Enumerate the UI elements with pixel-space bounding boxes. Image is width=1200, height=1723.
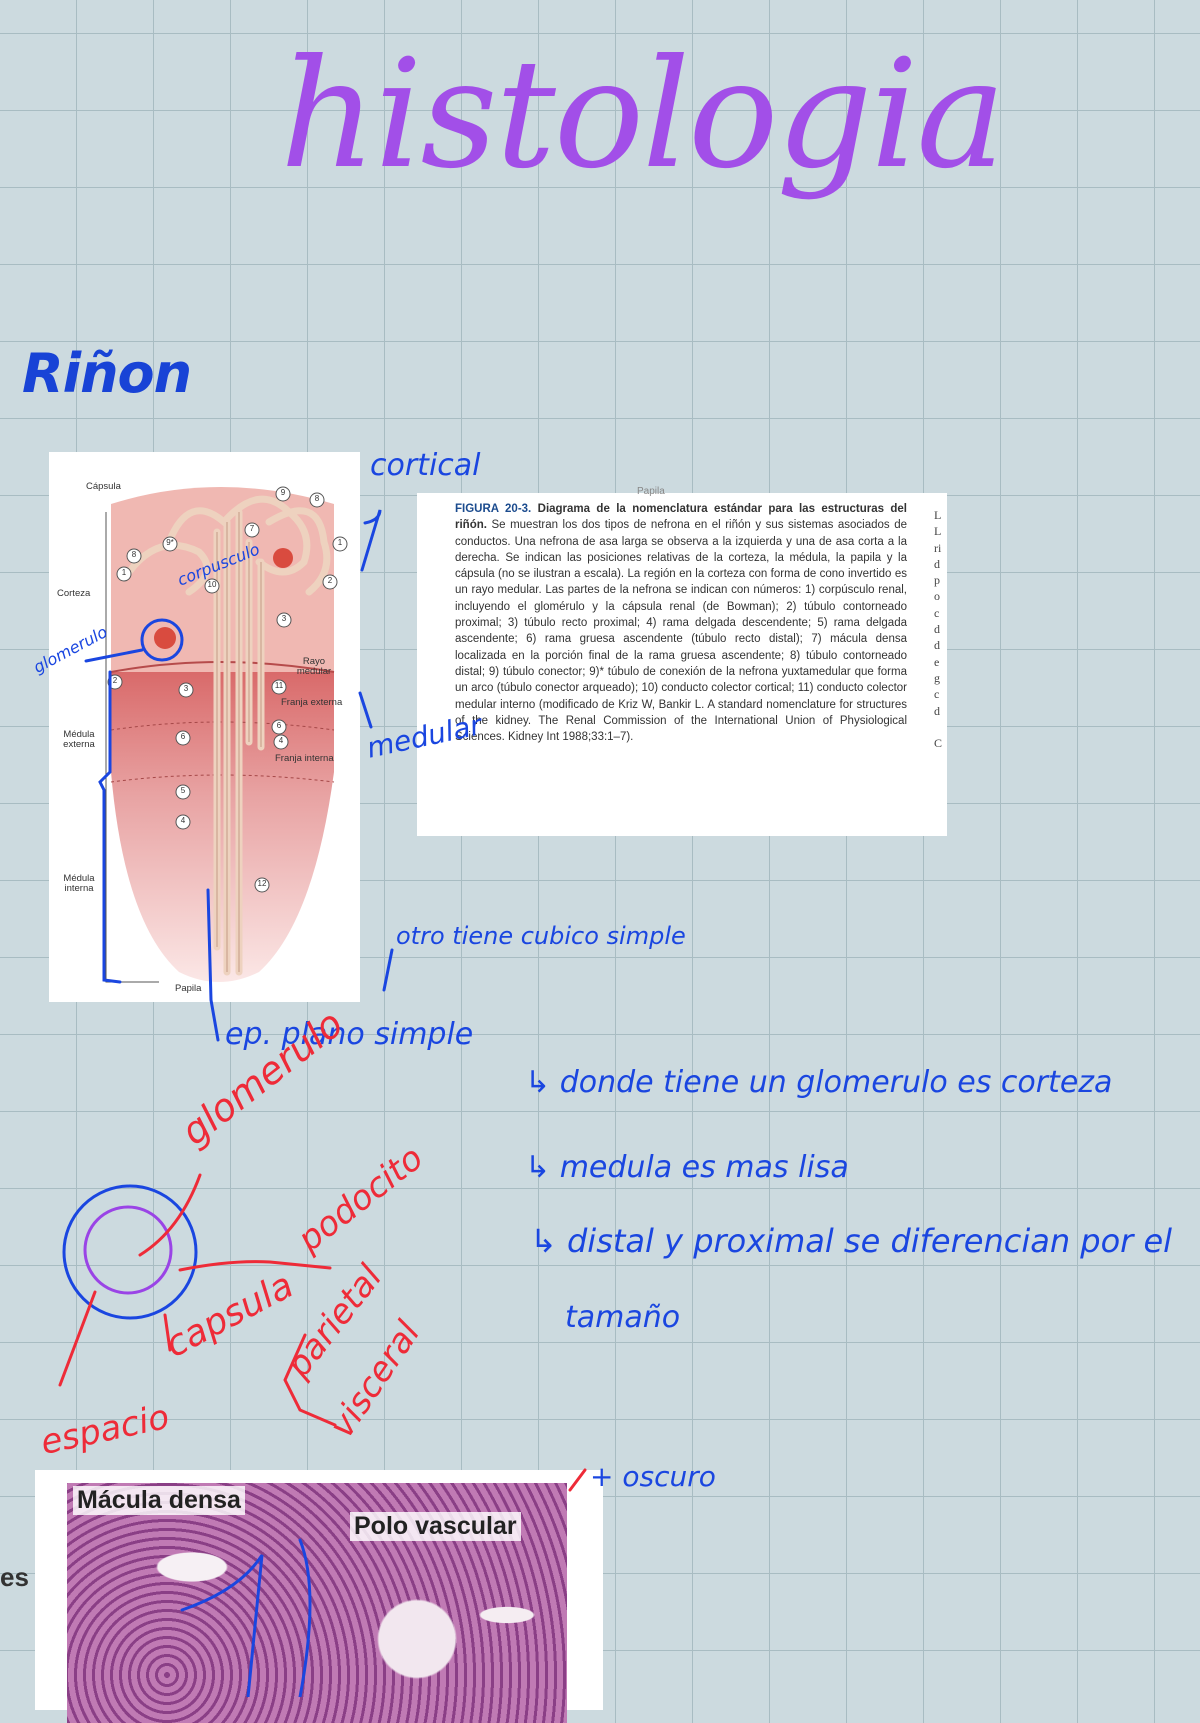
annotation-mas-oscuro: + oscuro (590, 1460, 716, 1493)
caption-top-fragment: Papila (637, 486, 665, 497)
diagram-number: 8 (314, 494, 320, 503)
diagram-number: 6 (180, 732, 186, 741)
micro-ink (180, 1538, 312, 1697)
diagram-number: 1 (121, 568, 127, 577)
diagram-number: 11 (274, 681, 284, 690)
diagram-number: 6 (276, 721, 282, 730)
diagram-number: 9* (166, 538, 174, 547)
diagram-number: 2 (112, 676, 118, 685)
note-3-text: distal y proximal se diferencian por el (566, 1222, 1173, 1260)
note-1: ↳ donde tiene un glomerulo es corteza (525, 1065, 1113, 1100)
micrograph-panel: Mácula densa Polo vascular (35, 1470, 603, 1723)
label-papila: Papila (175, 983, 202, 994)
diagram-number: 2 (327, 576, 333, 585)
caption-text: FIGURA 20-3. Diagrama de la nomenclatura… (455, 501, 907, 745)
note-2-text: medula es mas lisa (559, 1150, 849, 1185)
diagram-number: 12 (257, 879, 267, 888)
micrograph-image (67, 1483, 567, 1723)
note-1-text: donde tiene un glomerulo es corteza (559, 1065, 1113, 1100)
note-2: ↳ medula es mas lisa (525, 1150, 849, 1185)
micro-label-polo-vascular: Polo vascular (350, 1512, 521, 1541)
label-franja-externa: Franja externa (281, 697, 343, 708)
diagram-number: 8 (131, 550, 137, 559)
diagram-number: 4 (278, 736, 284, 745)
otro-pointer (382, 948, 394, 992)
diagram-number: 7 (249, 524, 255, 533)
parietal-visceral-bracket (283, 1333, 337, 1427)
section-heading: Riñon (22, 342, 192, 405)
sketch-outer-circle (62, 1184, 198, 1320)
page-title: histologia (280, 28, 1006, 202)
kidney-illustration (105, 486, 348, 983)
label-franja-interna: Franja interna (275, 753, 334, 764)
medula-bracket (98, 670, 122, 984)
label-medula-interna: Médula interna (63, 873, 95, 894)
label-rayo-medular: Rayo medular (296, 656, 332, 677)
glomerulo-line (138, 1173, 202, 1257)
caption-right-clip: L L ri d p o c d d e g c d C (934, 508, 943, 751)
label-medula-externa: Médula externa (63, 729, 95, 750)
caption-fig-title: Diagrama de la nomenclatura estándar par… (455, 503, 907, 532)
annotation-otro: otro tiene cubico simple (396, 922, 686, 950)
label-capsula: Cápsula (86, 481, 121, 492)
diagram-number: 4 (180, 816, 186, 825)
diagram-number: 9 (280, 488, 286, 497)
espacio-line (58, 1290, 97, 1387)
capsula-line (163, 1313, 172, 1352)
diagram-number: 3 (281, 614, 287, 623)
cortical-pointer (360, 509, 382, 572)
papila-pointer (206, 888, 220, 1042)
micro-edge-text: es (0, 1562, 29, 1592)
micro-label-macula-densa: Mácula densa (73, 1486, 245, 1515)
medular-pointer (358, 691, 373, 729)
label-corteza: Corteza (57, 588, 91, 599)
kidney-diagram: Cápsula Corteza Médula externa Médula in… (49, 452, 360, 1002)
note-3b: tamaño (565, 1300, 681, 1335)
diagram-number: 10 (207, 580, 217, 589)
note-3: ↳ distal y proximal se diferencian por e… (530, 1222, 1173, 1260)
caption-fig-label: FIGURA 20-3. (455, 503, 532, 515)
diagram-number: 5 (180, 786, 186, 795)
podocito-line (178, 1260, 332, 1272)
oscuro-line (568, 1468, 587, 1492)
annotation-cortical: cortical (370, 448, 481, 483)
glomerulo-circle (140, 618, 184, 662)
sketch-inner-circle (83, 1205, 173, 1295)
diagram-number: 3 (183, 684, 189, 693)
glomerulo-pointer (84, 648, 144, 663)
annotation-ep-plano: ep. plano simple (225, 1017, 474, 1052)
figure-caption: Papila FIGURA 20-3. Diagrama de la nomen… (417, 486, 947, 836)
diagram-number: 1 (337, 538, 343, 547)
caption-body: Se muestran los dos tipos de nefrona en … (455, 519, 907, 744)
